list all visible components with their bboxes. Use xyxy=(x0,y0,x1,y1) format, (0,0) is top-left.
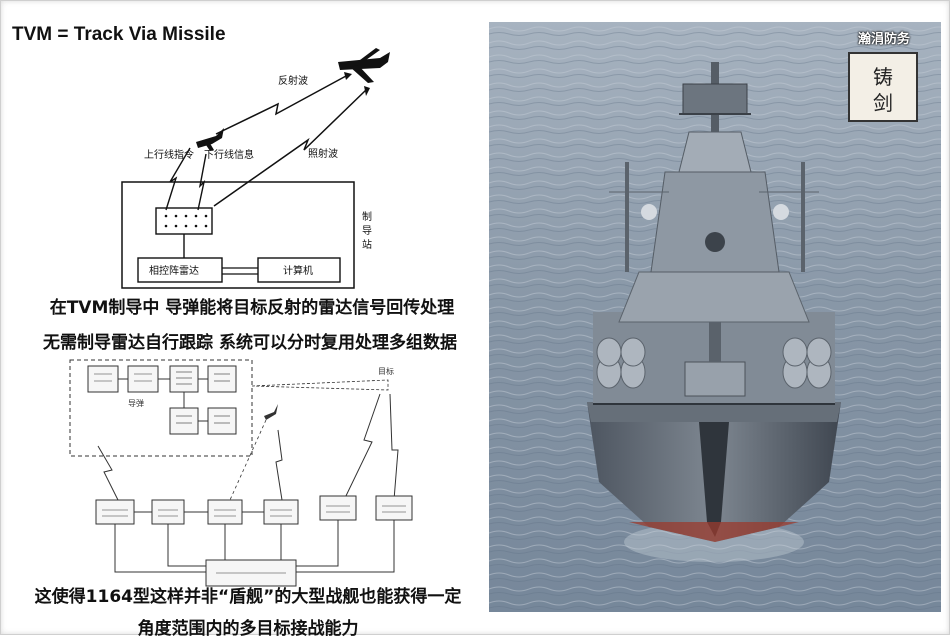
ground-block-6 xyxy=(375,495,413,521)
missile-launchers-starboard xyxy=(782,337,832,389)
page-title: TVM = Track Via Missile xyxy=(12,24,226,45)
guide-label: 导弹 xyxy=(128,398,144,408)
onboard-block-3 xyxy=(169,365,199,393)
radar-label: 相控阵雷达 xyxy=(149,264,199,277)
caption-line-1: 在TVM制导中 导弹能将目标反射的雷达信号回传处理 xyxy=(49,298,455,318)
ground-block-1 xyxy=(95,499,135,525)
ground-block-4 xyxy=(263,499,299,525)
illum-label: 照射波 xyxy=(308,147,338,160)
onboard-block-6 xyxy=(207,407,237,435)
missile-onboard-box xyxy=(69,359,253,457)
station-label-3: 站 xyxy=(362,238,372,251)
onboard-block-5 xyxy=(169,407,199,435)
seal-char-1: 铸 xyxy=(873,65,893,89)
onboard-block-4 xyxy=(207,365,237,393)
station-label-1: 制 xyxy=(362,210,372,223)
watermark-seal: 铸 剑 xyxy=(848,52,918,122)
tvm-diagram-bottom: 导弹 目标 xyxy=(69,359,413,587)
target-beam xyxy=(251,379,389,391)
onboard-block-2 xyxy=(127,365,159,393)
seal-char-2: 剑 xyxy=(873,91,893,115)
computer-label: 计算机 xyxy=(283,264,313,277)
downlink-label: 下行线信息 xyxy=(204,148,254,161)
station-label-2: 导 xyxy=(362,225,372,237)
ground-block-5 xyxy=(319,495,357,521)
radar-box xyxy=(137,257,223,283)
ground-block-3 xyxy=(207,499,243,525)
antenna-array xyxy=(155,207,213,235)
caption-line-3: 这使得1164型这样并非“盾舰”的大型战舰也能获得一定 xyxy=(34,587,462,607)
reflect-label: 反射波 xyxy=(278,74,308,87)
reflect-wave xyxy=(215,75,347,135)
radar-antenna xyxy=(682,83,748,115)
guidance-station-box xyxy=(121,181,355,289)
missile-launchers-port xyxy=(596,337,646,389)
tvm-diagram-top: 反射波 照射波 上行线指令 下行线信息 制 导 站 相控阵雷达 计算机 xyxy=(121,48,390,289)
uplink-label: 上行线指令 xyxy=(144,148,194,161)
left-panel: TVM = Track Via Missile 反射波 照射波 上行线指令 下行… xyxy=(8,10,488,639)
missile-icon xyxy=(196,128,224,151)
illum-wave xyxy=(213,89,367,207)
target-label: 目标 xyxy=(378,366,394,376)
ground-block-2 xyxy=(151,499,185,525)
ship-superstructure xyxy=(618,271,810,323)
computer-box xyxy=(257,257,341,283)
onboard-block-1 xyxy=(87,365,119,393)
watermark-title: 瀚涓防务 xyxy=(857,32,910,47)
caption-line-4: 角度范围内的多目标接战能力 xyxy=(137,619,359,639)
caption-line-2: 无需制导雷达自行跟踪 系统可以分时复用处理多组数据 xyxy=(43,333,457,353)
target-aircraft-icon xyxy=(338,48,390,83)
